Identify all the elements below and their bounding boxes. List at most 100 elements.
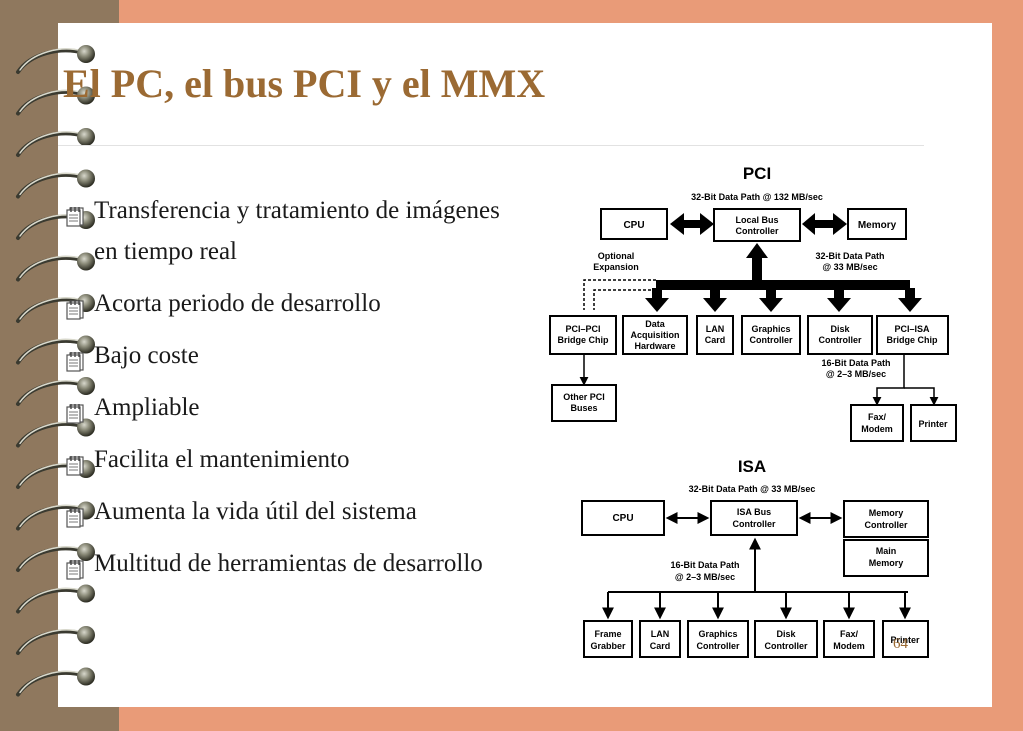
bullet-text: Ampliable [94,394,200,421]
pci-path-label-2: @ 33 MB/sec [822,262,877,272]
pci-memory-box [847,208,907,240]
pci-lan-label-2: Card [705,335,726,345]
bullet-item: Ampliable [64,387,504,428]
isa-mem-controller-label-1: Memory [869,508,904,518]
notepad-bullet-icon [65,199,85,240]
isa-mem-controller-label-2: Controller [864,520,907,530]
binding-ring [16,335,95,365]
binding-ring [16,626,95,655]
bullet-item: Aumenta la vida útil del sistema [64,491,504,532]
isa-fax-label-2: Modem [833,641,865,651]
notepad-bullet-icon [65,500,85,541]
notepad-bullet-icon [65,344,85,385]
pci-bridge-box [549,315,617,355]
isa-main-memory-label-2: Memory [869,558,904,568]
bus-architecture-diagram: PCI 32-Bit Data Path @ 132 MB/sec CPU Lo… [549,164,957,658]
binding-ring [16,128,95,157]
binding-ring [16,377,95,406]
isa-cpu-label: CPU [612,513,633,524]
binding-ring [16,45,95,74]
isa-main-path-label: 32-Bit Data Path @ 33 MB/sec [689,484,816,494]
pci-lan-label-1: LAN [706,324,725,334]
bullet-text: Bajo coste [94,342,199,369]
pci-bridge-label-1: PCI–PCI [565,324,600,334]
pci-lan-box [696,315,734,355]
isa-main-memory-label-1: Main [876,546,897,556]
pci-cpu-box [600,208,668,240]
isa-bus-path-label-1: 16-Bit Data Path [670,560,739,570]
pci-daq-label-1: Data [645,319,666,329]
pci-bridge-label-2: Bridge Chip [558,335,610,345]
pci-memory-label: Memory [858,220,897,231]
pci-isa-path-label-2: @ 2–3 MB/sec [826,369,886,379]
pci-path-label-1: 32-Bit Data Path [815,251,884,261]
isa-graphics-label-1: Graphics [698,629,737,639]
pci-daq-box [622,315,688,355]
bullet-text: Aumenta la vida útil del sistema [94,498,417,525]
pci-daq-label-2: Acquisition [631,330,680,340]
isa-lan-label-1: LAN [651,629,670,639]
pci-bus-controller-label-2: Controller [735,226,778,236]
isa-cpu-box [581,500,665,536]
pci-printer-label: Printer [918,419,948,429]
pci-disk-label-1: Disk [830,324,850,334]
title-divider [58,145,924,146]
optional-expansion-line [583,279,656,310]
pci-thick-bus [645,213,922,312]
isa-bus-box [710,500,798,536]
pci-other-buses-label-1: Other PCI [563,392,605,402]
pci-daq-label-3: Hardware [634,341,675,351]
pci-disk-box [807,315,873,355]
isa-fax-label-1: Fax/ [840,629,859,639]
notepad-bullet-icon [65,448,85,489]
pci-graphics-box [741,315,801,355]
notepad-bullet-icon [65,396,85,437]
pci-disk-label-2: Controller [818,335,861,345]
pci-main-path-label: 32-Bit Data Path @ 132 MB/sec [691,192,823,202]
binding-ring [16,252,95,282]
bullet-list: Transferencia y tratamiento de imágenes … [64,190,504,595]
isa-lan-box [639,620,681,658]
isa-lan-label-2: Card [650,641,671,651]
isa-frame-label-2: Grabber [590,641,626,651]
pci-fax-box [850,404,904,442]
pci-fax-label-2: Modem [861,424,893,434]
bullet-item: Acorta periodo de desarrollo [64,283,504,324]
binding-ring [16,543,95,572]
isa-disk-label-2: Controller [764,641,807,651]
spiral-binding [16,45,95,697]
pci-graphics-label-1: Graphics [751,324,790,334]
binding-ring [16,86,95,116]
pci-isa-path-label-1: 16-Bit Data Path [821,358,890,368]
pci-graphics-label-2: Controller [749,335,792,345]
slide-title: El PC, el bus PCI y el MMX [63,61,546,106]
pci-fax-label-1: Fax/ [868,412,887,422]
isa-main-memory-box [843,539,929,577]
isa-bus-path-label-2: @ 2–3 MB/sec [675,572,735,582]
bullet-item: Transferencia y tratamiento de imágenes … [64,190,504,272]
isa-title: ISA [738,457,766,476]
isa-bus-controller-label-2: Controller [732,519,775,529]
isa-graphics-box [687,620,749,658]
isa-disk-box [754,620,818,658]
isa-frame-label-1: Frame [594,629,621,639]
isa-frame-box [583,620,633,658]
bullet-text: Facilita el mantenimiento [94,446,350,473]
isa-printer-label: Printer [890,635,920,645]
bullet-text: Acorta periodo de desarrollo [94,290,381,317]
page-number: 64 [893,636,908,652]
binding-ring [16,584,95,614]
isa-mem-controller-box [843,500,929,538]
pci-optional-label-2: Expansion [593,262,639,272]
pci-optional-label-1: Optional [598,251,635,261]
bullet-item: Multitud de herramientas de desarrollo [64,543,504,584]
pci-bus-controller-label-1: Local Bus [735,215,778,225]
bullet-text: Multitud de herramientas de desarrollo [94,550,483,577]
bullet-item: Facilita el mantenimiento [64,439,504,480]
pci-isa-bridge-label-2: Bridge Chip [887,335,939,345]
isa-bus-controller-label-1: ISA Bus [737,507,771,517]
binding-ring [16,169,95,199]
notepad-bullet-icon [65,552,85,593]
pci-local-bus-box [713,208,801,242]
isa-printer-box [882,620,929,658]
